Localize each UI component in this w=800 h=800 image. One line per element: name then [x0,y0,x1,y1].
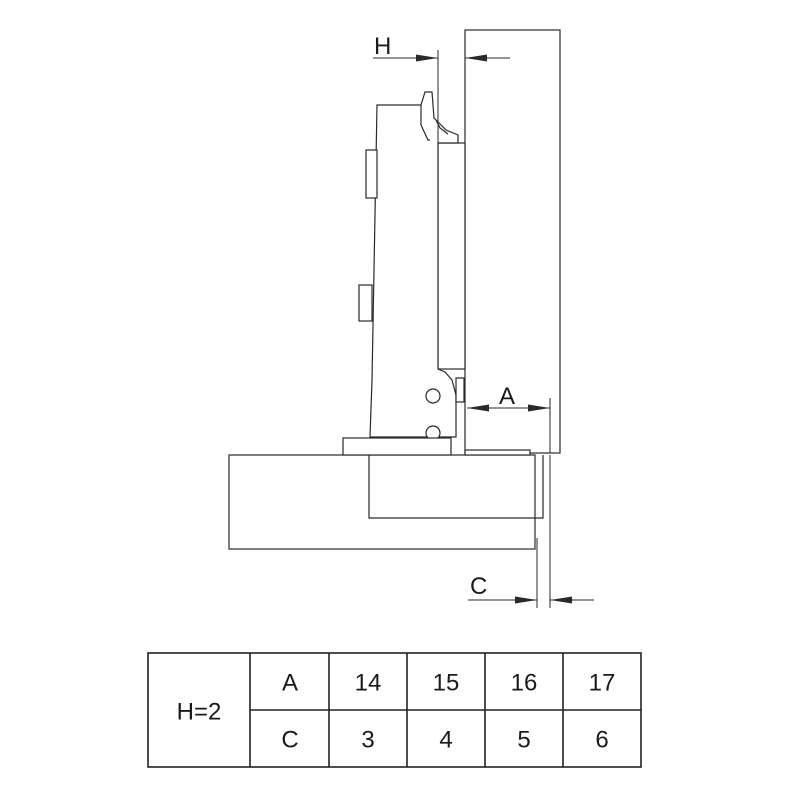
c-dimension-label: C [470,573,487,600]
c-arrow-left [515,596,537,604]
a-dimension-label: A [499,383,515,410]
h-arrow-left [416,54,438,62]
hinge-cup-flange [342,437,452,456]
spec-table: H=2 A 14 15 16 17 C 3 4 5 6 [147,652,642,768]
h-dimension-label: H [374,33,391,60]
door-panel [228,454,536,550]
spec-table-cell: 16 [511,670,538,697]
spec-table-row-name: A [282,670,298,697]
adjustment-screw-lower [358,284,373,322]
a-arrow-right [528,404,550,412]
a-arrow-left [467,404,489,412]
spec-table-cell: 4 [439,727,452,754]
h-arrow-right [465,54,487,62]
hinge-cup-recess [368,455,544,519]
spec-table-cell: 15 [433,670,460,697]
adjustment-screw-upper [365,149,378,199]
pivot-pin-upper [425,388,441,404]
plate-clip [455,377,465,403]
c-arrow-right [550,596,572,604]
spec-table-condition: H=2 [177,699,222,726]
plate-base [464,449,531,456]
spec-table-cell: 6 [595,727,608,754]
spec-table-cell: 3 [361,727,374,754]
cabinet-side-panel [464,29,561,454]
spec-table-row-name: C [281,727,298,754]
spec-table-cell: 14 [355,670,382,697]
spec-table-cell: 5 [517,727,530,754]
spec-table-cell: 17 [589,670,616,697]
hinge-arm-inner-contour [420,105,449,141]
mounting-plate [437,142,466,370]
